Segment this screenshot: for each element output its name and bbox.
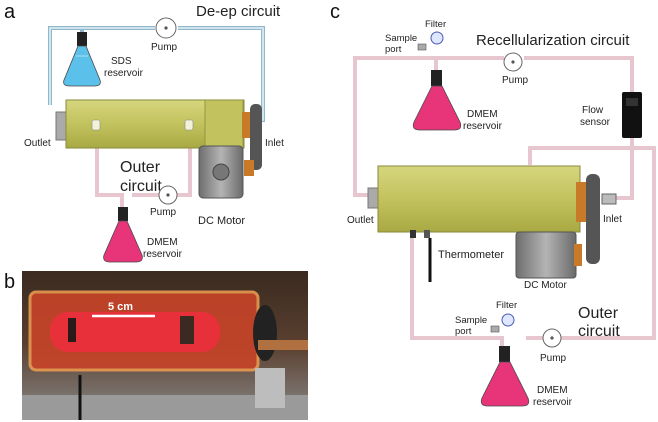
sample-port-bottom-icon [490,325,500,333]
dmem-reservoir-top-2: reservoir [463,121,503,132]
panel-a-title: De-ep circuit [196,3,281,20]
sample-port-top-2: port [385,44,402,55]
outer-circuit-tubing-c [410,146,656,350]
filter-top-icon [430,31,444,45]
panel-c-title: Recellularization circuit [476,32,630,49]
flow-sensor-icon [622,92,642,138]
pump-top-c-label: Pump [502,75,529,86]
dmem-reservoir-a-2: reservoir [143,249,183,260]
pump-top-label: Pump [151,42,178,53]
flow-sensor-label-2: sensor [580,117,611,128]
outer-circuit-label-c-1: Outer [578,305,619,322]
panel-a: a De-ep circuit Pump SDS reservoir [4,1,284,263]
outer-circuit-label-a-2: circuit [120,178,162,195]
sample-port-bottom-2: port [455,326,472,337]
sds-flask-icon [63,32,101,87]
outlet-label-c: Outlet [347,215,374,226]
outlet-label-a: Outlet [24,138,51,149]
dc-motor-c-icon [515,231,582,279]
filter-bottom-label: Filter [496,300,517,311]
panel-a-letter: a [4,1,16,23]
sds-reservoir-label-2: reservoir [104,68,144,79]
inlet-label-a: Inlet [265,138,284,149]
dmem-flask-top-c-icon [412,70,462,131]
scale-bar-label: 5 cm [108,301,133,313]
dmem-reservoir-a-1: DMEM [147,237,178,248]
dmem-reservoir-top-1: DMEM [467,109,498,120]
outer-circuit-label-c-2: circuit [578,323,620,340]
pump-bottom-c-label: Pump [540,353,567,364]
sample-port-top-icon [417,43,427,51]
sds-reservoir-label-1: SDS [111,56,132,67]
bioreactor-chamber-c [367,165,617,264]
panel-b-letter: b [4,271,15,293]
filter-top-label: Filter [425,19,446,30]
dc-motor-label-c: DC Motor [524,280,567,291]
outer-circuit-label-a-1: Outer [120,159,161,176]
pump-bottom-label: Pump [150,207,177,218]
sample-port-bottom-1: Sample [455,315,487,326]
bioreactor-chamber-a [55,99,262,176]
flow-sensor-label-1: Flow [582,105,604,116]
recell-tubing [353,56,634,200]
inlet-label-c: Inlet [603,214,622,225]
dmem-flask-a-icon [103,207,143,263]
dc-motor-a-icon [198,145,244,199]
thermometer-label: Thermometer [438,249,504,261]
panel-b: b 5 cm [4,271,308,420]
dmem-flask-bottom-c-icon [480,346,530,407]
dc-motor-label-a: DC Motor [198,215,245,227]
sample-port-top-1: Sample [385,33,417,44]
panel-c-letter: c [330,1,340,23]
filter-bottom-icon [501,313,515,327]
dmem-reservoir-bottom-2: reservoir [533,397,573,408]
dmem-reservoir-bottom-1: DMEM [537,385,568,396]
panel-c: c Recellularization circuit Pump Filter … [330,1,656,408]
